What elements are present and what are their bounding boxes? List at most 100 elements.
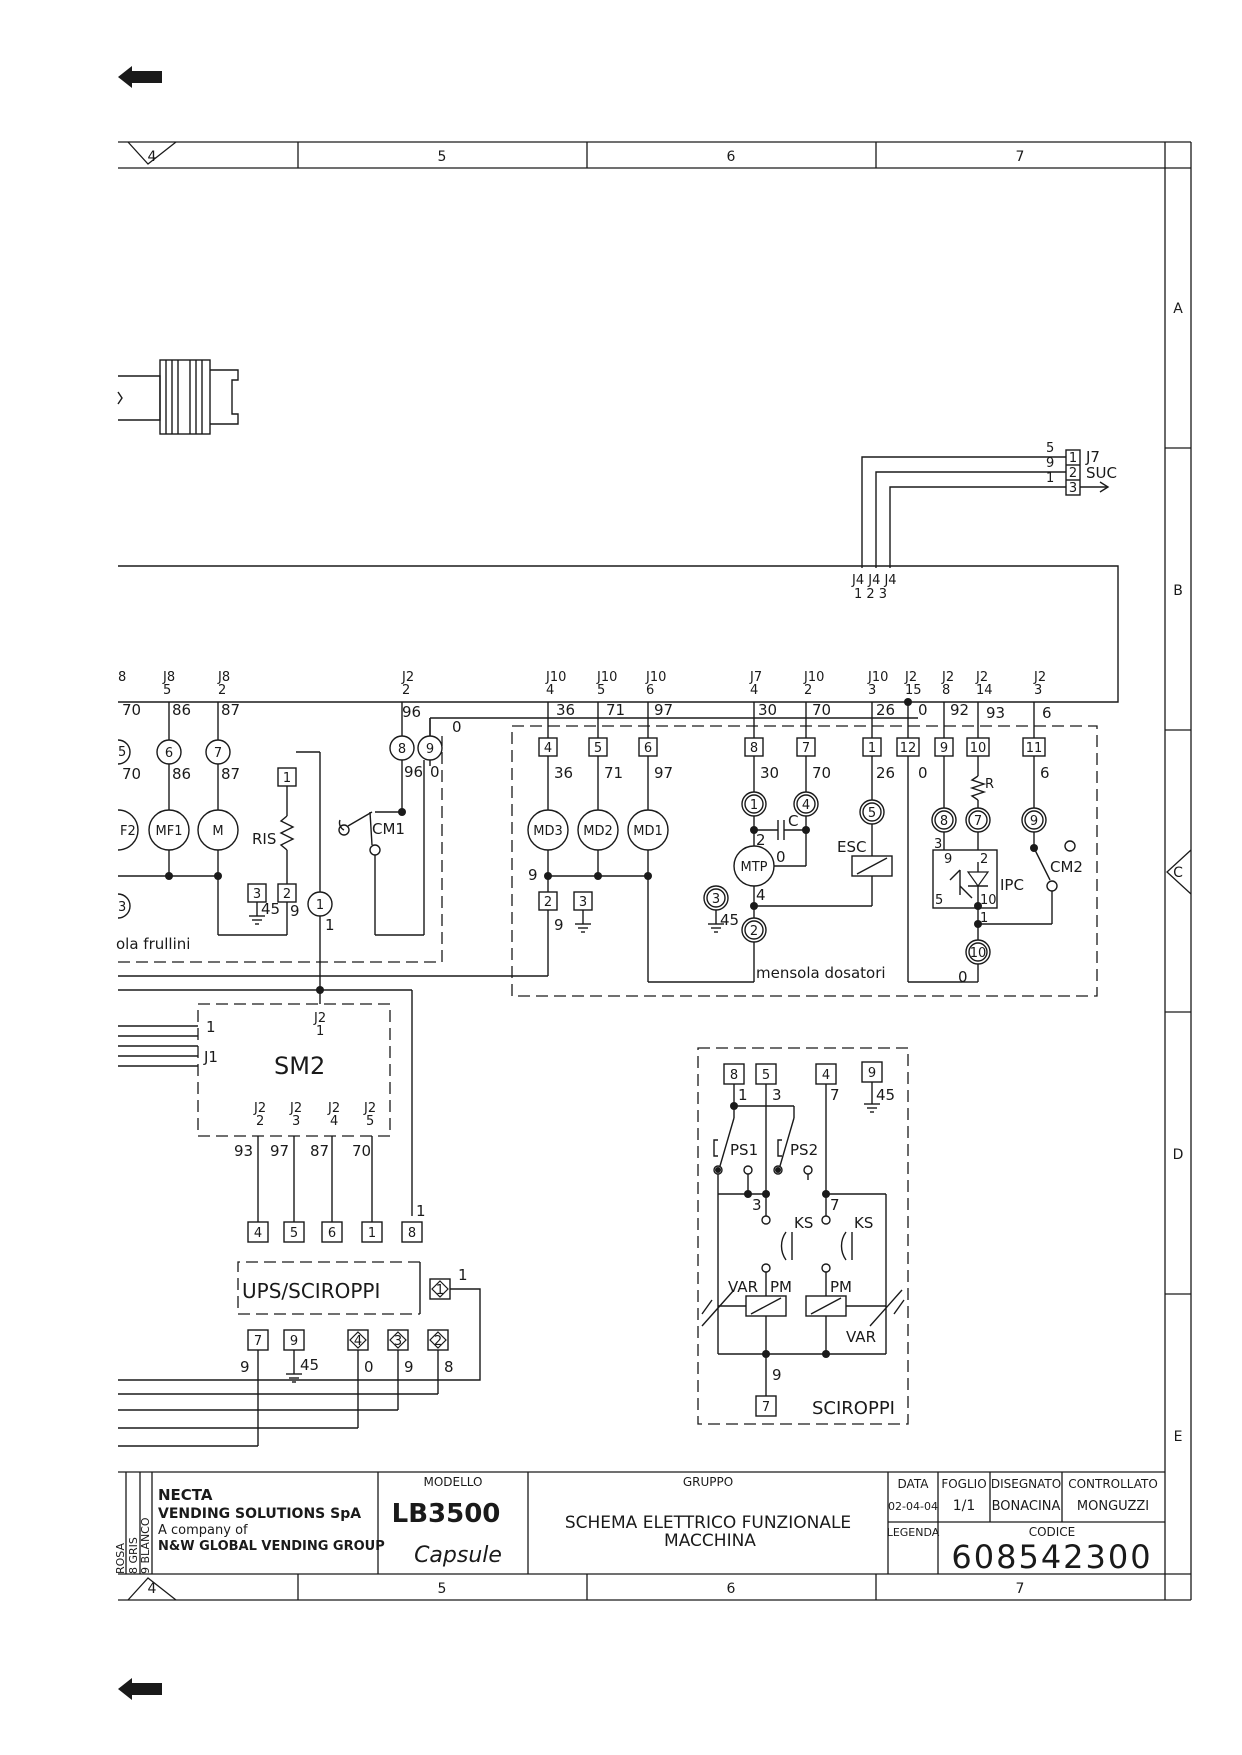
dos-circ-4: 4 bbox=[802, 798, 810, 813]
bus-wire-36: 36 bbox=[556, 701, 575, 719]
conn-j2-14-j: J2 bbox=[975, 670, 988, 685]
dos-box-5: 5 bbox=[594, 741, 602, 756]
sm2-pin-j-4: J2 bbox=[327, 1101, 340, 1116]
bus-wire-70: 70 bbox=[122, 701, 141, 719]
conn-j10-4-n: 4 bbox=[546, 683, 554, 698]
conn-j2-8-n: 8 bbox=[942, 683, 950, 698]
ups-diamond-2: 2 bbox=[434, 1334, 442, 1349]
dos-box-9: 9 bbox=[940, 741, 948, 756]
sm2-name: SM2 bbox=[274, 1052, 325, 1080]
sm2-pin-j-3: J2 bbox=[289, 1101, 302, 1116]
j7-wire-9: 9 bbox=[1046, 456, 1054, 471]
dos-circ-2: 2 bbox=[750, 924, 758, 939]
frullini-label: ola frullini bbox=[116, 935, 190, 953]
grid-col-7: 7 bbox=[1016, 149, 1025, 165]
ups-diamond-3: 3 bbox=[394, 1334, 402, 1349]
dos-wire-6: 6 bbox=[1040, 764, 1050, 782]
sci-w7: 7 bbox=[830, 1086, 840, 1104]
legenda-label: LEGENDA bbox=[887, 1526, 940, 1539]
conn-j10-3-n: 3 bbox=[868, 683, 876, 698]
dos-wire-30: 30 bbox=[760, 764, 779, 782]
sm2-wire-70: 70 bbox=[352, 1142, 371, 1160]
bus-wire-96: 96 bbox=[402, 703, 421, 721]
dos-r: R bbox=[985, 777, 994, 792]
frullini-sq-2: 2 bbox=[283, 887, 291, 902]
company-name: NECTA bbox=[158, 1486, 213, 1504]
motor-mtp: MTP bbox=[741, 860, 768, 875]
conn-j10-5-n: 5 bbox=[597, 683, 605, 698]
frullini-circ-6: 6 bbox=[165, 746, 173, 761]
dos-circ-9: 9 bbox=[1030, 814, 1038, 829]
conn-j7-4-n: 4 bbox=[750, 683, 758, 698]
bus-wire-30: 30 bbox=[758, 701, 777, 719]
grid-row-c: C bbox=[1173, 865, 1183, 881]
frullini-w9: 9 bbox=[290, 902, 300, 920]
motor-f2: F2 bbox=[120, 824, 136, 839]
sm2-pin-j-2: J2 bbox=[253, 1101, 266, 1116]
bus-wire-0b: 0 bbox=[918, 701, 928, 719]
dos-circ-7: 7 bbox=[974, 814, 982, 829]
grid-column-labels: 4 5 6 7 4 5 6 7 bbox=[148, 149, 1025, 1597]
frullini-circ-8: 8 bbox=[398, 742, 406, 757]
var2-label: VAR bbox=[846, 1328, 876, 1346]
motor-md1: MD1 bbox=[633, 824, 663, 839]
codice-value: 608542300 bbox=[951, 1538, 1152, 1576]
dos-cap-c: C bbox=[788, 812, 798, 830]
bus-wire-numbers: 70 86 87 96 0 36 71 97 30 70 26 0 92 93 … bbox=[122, 701, 1052, 736]
grid-col-7-bottom: 7 bbox=[1016, 1581, 1025, 1597]
frullini-wire-86: 86 bbox=[172, 765, 191, 783]
j4-refs-top: J4 J4 J4 bbox=[851, 573, 897, 588]
dos-sq-3: 3 bbox=[579, 895, 587, 910]
var1-label: VAR bbox=[728, 1278, 758, 1296]
sci-box-5: 5 bbox=[762, 1068, 770, 1083]
conn-j2-2-j: J2 bbox=[401, 670, 414, 685]
sm2-pin-n-3: 3 bbox=[292, 1114, 300, 1129]
disegnato-label: DISEGNATO bbox=[991, 1477, 1061, 1491]
sci-w7b: 7 bbox=[830, 1196, 840, 1214]
bus-wire-86: 86 bbox=[172, 701, 191, 719]
dos-circ-8: 8 bbox=[940, 814, 948, 829]
j7-pin-1: 1 bbox=[1069, 451, 1077, 466]
dos-box-1: 1 bbox=[868, 741, 876, 756]
dos-wire-26: 26 bbox=[876, 764, 895, 782]
pm2-label: PM bbox=[830, 1278, 852, 1296]
cm2-label: CM2 bbox=[1050, 858, 1083, 876]
dosatori-section: 4 5 6 8 7 1 12 9 10 11 36 71 97 30 70 26… bbox=[511, 698, 1098, 997]
frullini-sq-3: 3 bbox=[253, 887, 261, 902]
conn-j10-2-n: 2 bbox=[804, 683, 812, 698]
sci-box-4: 4 bbox=[822, 1068, 830, 1083]
frullini-circ-7: 7 bbox=[214, 746, 222, 761]
frullini-circ1: 1 bbox=[316, 898, 324, 913]
motor-mf1: MF1 bbox=[156, 824, 183, 839]
sci-w9: 9 bbox=[772, 1366, 782, 1384]
sm2-pin-n-4: 4 bbox=[330, 1114, 338, 1129]
bus-wire-92: 92 bbox=[950, 701, 969, 719]
bus-wire-70b: 70 bbox=[812, 701, 831, 719]
conn-j2-3-j: J2 bbox=[1033, 670, 1046, 685]
ipc-pin-3: 3 bbox=[934, 837, 942, 852]
bus-wire-0: 0 bbox=[452, 718, 462, 736]
gruppo-line2: MACCHINA bbox=[664, 1531, 756, 1551]
dos-circ-3: 3 bbox=[712, 892, 720, 907]
dosatori-label: mensola dosatori bbox=[756, 964, 886, 982]
prev-page-arrow-icon-bottom[interactable] bbox=[118, 1678, 162, 1700]
ups-box-9: 9 bbox=[290, 1334, 298, 1349]
dos-box-7: 7 bbox=[802, 741, 810, 756]
conn-j8-2-j: J8 bbox=[217, 670, 230, 685]
ups-wb-0: 0 bbox=[364, 1358, 374, 1376]
sci-box-7: 7 bbox=[762, 1400, 770, 1415]
grid-row-a: A bbox=[1173, 301, 1183, 317]
conn-j8-2-n: 2 bbox=[218, 683, 226, 698]
sm2-pin-j-5: J2 bbox=[363, 1101, 376, 1116]
connector-j7-suc: 1 2 3 5 9 1 J7 SUC J4 J4 J4 1 2 3 bbox=[851, 441, 1117, 602]
dos-wire-36: 36 bbox=[554, 764, 573, 782]
grid-row-d: D bbox=[1173, 1147, 1184, 1163]
sci-w3b: 3 bbox=[752, 1196, 762, 1214]
prev-page-arrow-icon[interactable] bbox=[118, 66, 162, 88]
conn-j10-5-j: J10 bbox=[596, 670, 617, 685]
frullini-wire-70: 70 bbox=[122, 765, 141, 783]
ks1-label: KS bbox=[794, 1214, 813, 1232]
bus-wire-6: 6 bbox=[1042, 704, 1052, 722]
data-value: 02-04-04 bbox=[888, 1500, 938, 1513]
top-connector-labels: 8 J8 5 J8 2 J2 2 J10 4 J10 5 J10 6 J7 4 … bbox=[118, 670, 1046, 698]
